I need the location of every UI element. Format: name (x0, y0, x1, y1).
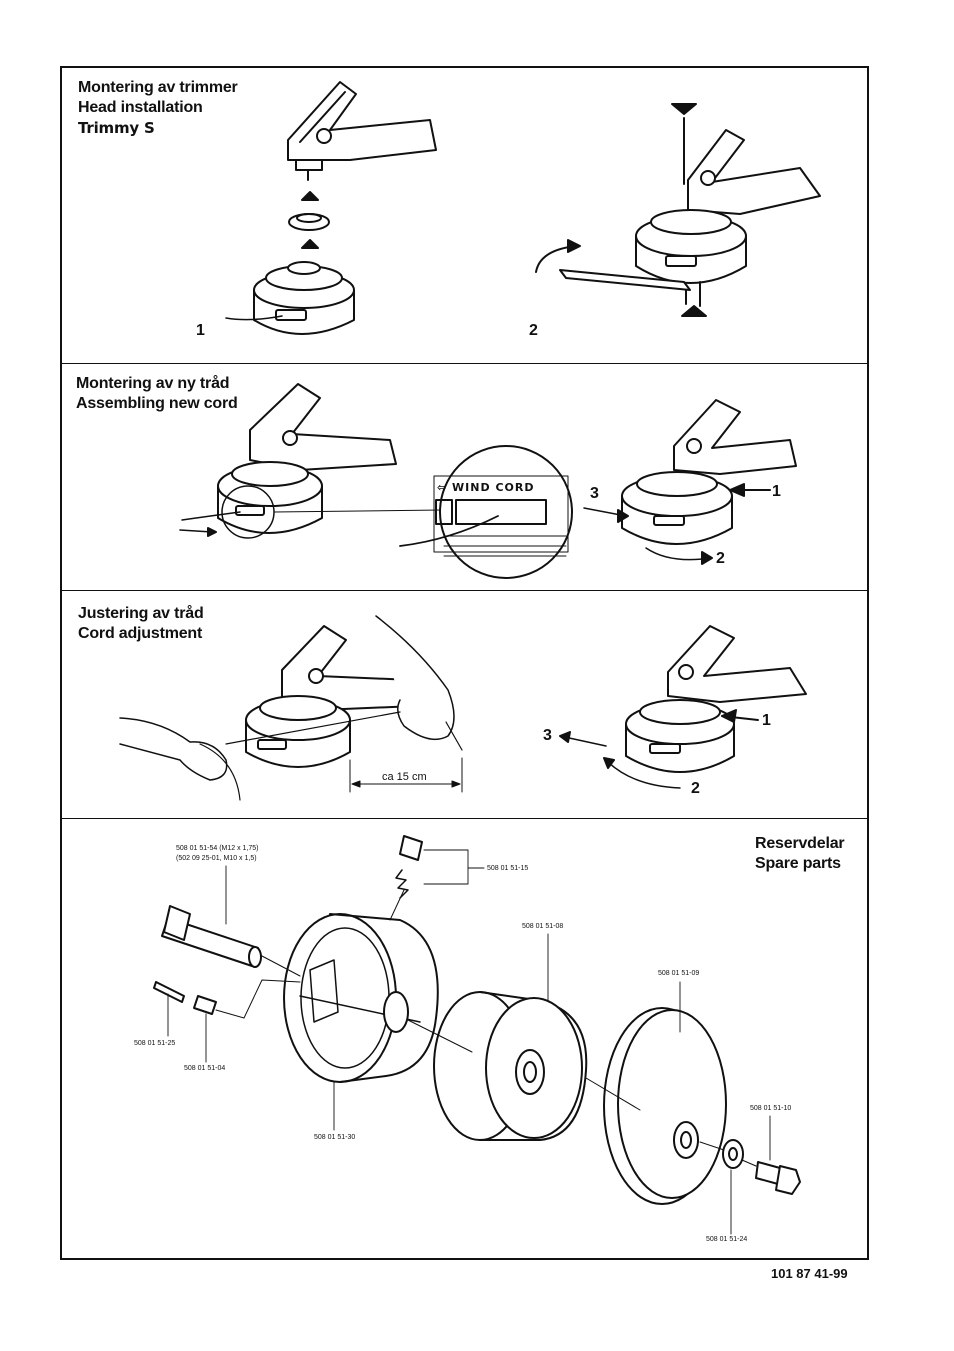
adjust-head-illustration (246, 626, 416, 767)
callout-3: 3 (590, 485, 599, 502)
head-installation-title-en: Head installation (78, 99, 203, 116)
model-name: Trimmy S (78, 119, 155, 137)
part-number-bolt: 508 01 51-10 (750, 1105, 792, 1112)
spare-parts-title-sv: Reservdelar (755, 835, 845, 852)
cord-adjustment-heading: Justering av tråd Cord adjustment (78, 604, 204, 644)
new-cord-title-sv: Montering av ny tråd (76, 375, 230, 392)
housing-illustration (284, 914, 438, 1082)
part-leader-lines (168, 850, 770, 1234)
cord-adjustment-title-en: Cord adjustment (78, 625, 203, 642)
trimmer-shaft-illustration (288, 82, 436, 180)
callout-3: 3 (543, 727, 552, 744)
magnifier-inset-illustration (400, 446, 572, 578)
part-number-spool: 508 01 51-08 (522, 923, 564, 930)
document-number: 101 87 41-99 (771, 1266, 848, 1281)
head-installation-title-sv: Montering av trimmer (78, 79, 238, 96)
part-number-button: 508 01 51-15 (487, 865, 529, 872)
button-spring-illustration (396, 836, 422, 898)
measurement-label: ca 15 cm (382, 771, 427, 783)
part-number-sleeve: 508 01 51-04 (184, 1065, 226, 1072)
section-divider (62, 818, 867, 819)
callout-1: 1 (772, 483, 781, 500)
part-number-washer: 508 01 51-24 (706, 1236, 748, 1243)
page-frame (60, 66, 869, 1260)
step-number-2: 2 (529, 322, 538, 339)
hand-pulling-cord-illustration (120, 616, 462, 800)
part-number-pin: 508 01 51-25 (134, 1040, 176, 1047)
assembled-trimmer-illustration (636, 104, 820, 283)
wind-cord-label: ⇦ WIND CORD (437, 481, 534, 494)
trimmer-head-illustration (226, 262, 354, 334)
callout-1: 1 (762, 712, 771, 729)
spare-parts-heading: Reservdelar Spare parts (755, 834, 845, 874)
cord-adjustment-title-sv: Justering av tråd (78, 605, 204, 622)
step-number-1: 1 (196, 322, 205, 339)
part-number-adapter-alt: (502 09 25-01, M10 x 1,5) (176, 855, 257, 862)
up-arrow-icon (302, 192, 318, 200)
washer-illustration (289, 214, 329, 230)
section-divider (62, 363, 867, 364)
part-number-adapter: 508 01 51-54 (M12 x 1,75) (176, 845, 259, 852)
up-arrow-icon (302, 240, 318, 248)
sleeve-illustration (194, 996, 216, 1014)
adapter-bolt-illustration (162, 906, 261, 967)
head-installation-heading: Montering av trimmer Head installation T… (78, 78, 238, 138)
cover-illustration (604, 1008, 726, 1204)
bolt-part-illustration (756, 1162, 800, 1194)
cord-head-illustration (180, 384, 442, 538)
wind-cord-text: WIND CORD (452, 481, 535, 494)
callout-2: 2 (716, 550, 725, 567)
arrow-left-icon: ⇦ (437, 481, 453, 494)
part-number-housing: 508 01 51-30 (314, 1134, 356, 1141)
exploded-axis-lines (216, 890, 756, 1166)
part-number-cover: 508 01 51-09 (658, 970, 700, 977)
wrench-illustration (536, 240, 706, 316)
spool-illustration (434, 992, 586, 1140)
new-cord-heading: Montering av ny tråd Assembling new cord (76, 374, 238, 414)
pin-illustration (154, 982, 184, 1002)
adjust-head-rotation-illustration (560, 626, 806, 788)
new-cord-title-en: Assembling new cord (76, 395, 238, 412)
washer-part-illustration (723, 1140, 743, 1168)
section-divider (62, 590, 867, 591)
spare-parts-title-en: Spare parts (755, 855, 841, 872)
callout-2: 2 (691, 780, 700, 797)
measurement-dimension-line (350, 758, 462, 792)
cord-head-rotation-illustration (584, 400, 796, 564)
